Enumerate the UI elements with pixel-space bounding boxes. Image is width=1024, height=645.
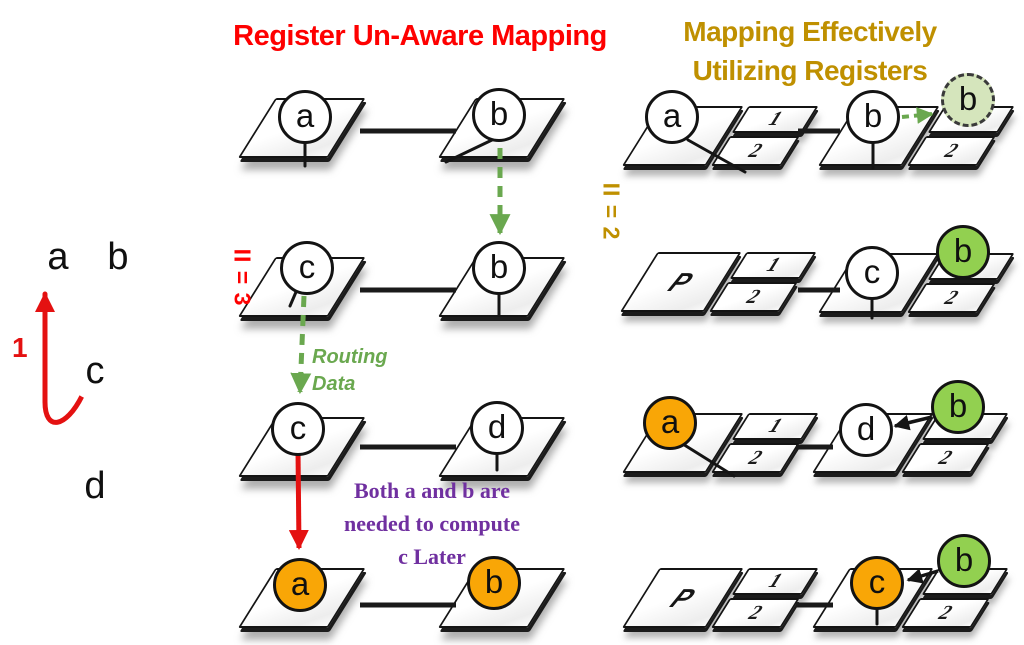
register-slot-1: 1 (731, 106, 819, 133)
op-circle-b: b (846, 90, 900, 144)
recompute-note-line2: needed to compute (344, 511, 520, 536)
routing-data-label: Routing Data (312, 344, 388, 398)
register-pe-tile-r2c1: P 1 2 (620, 252, 819, 312)
register-slot-2: 2 (901, 443, 990, 473)
ii-label-effective: II = 2 (598, 182, 625, 241)
register-slot-2: 2 (711, 598, 800, 628)
register-slot-2: 2 (901, 598, 990, 628)
register-slot-2: 2 (711, 136, 800, 166)
register-slot-2: 2 (711, 443, 800, 473)
register-slot-1: 1 (731, 568, 819, 595)
op-circle-b: b (472, 88, 526, 142)
recompute-note-line1: Both a and b are (353, 478, 511, 503)
op-circle-c-computed: c (850, 556, 904, 610)
op-circle-d: d (839, 403, 893, 457)
title-register-aware: Mapping Effectively Utilizing Registers (652, 12, 968, 90)
dfg-node-b: b (90, 230, 146, 286)
register-value-b: b (936, 225, 990, 279)
dfg-node-a: a (30, 230, 86, 286)
title-register-aware-line1: Mapping Effectively (683, 16, 937, 47)
dfg-node-d: d (67, 459, 123, 515)
recompute-note: Both a and b are needed to compute c Lat… (306, 474, 558, 573)
title-register-unaware: Register Un-Aware Mapping (233, 20, 607, 52)
op-circle-a-recomputed: a (273, 558, 327, 612)
register-value-b: b (937, 534, 991, 588)
recompute-note-line3: c Later (398, 544, 466, 569)
recompute-edge-label: 1 (12, 332, 28, 363)
op-circle-c: c (271, 402, 325, 456)
ii-label-unaware: II = 3 (229, 248, 256, 307)
register-slot-2: 2 (907, 283, 996, 313)
op-circle-b-recomputed: b (467, 556, 521, 610)
op-circle-b: b (472, 241, 526, 295)
op-circle-c: c (280, 241, 334, 295)
register-slot-2: 2 (709, 282, 798, 312)
op-circle-c: c (845, 246, 899, 300)
routing-data-line1: Routing (312, 346, 388, 368)
title-register-aware-line2: Utilizing Registers (692, 55, 928, 86)
register-slot-1: 1 (731, 413, 819, 440)
register-pe-tile-r4c1: P 1 2 (622, 568, 821, 628)
op-circle-d: d (470, 401, 524, 455)
register-value-b: b (931, 380, 985, 434)
register-value-b-pale: b (941, 73, 995, 127)
routing-data-line2: Data (312, 373, 356, 395)
dfg-node-c: c (67, 344, 123, 400)
register-slot-2: 2 (907, 136, 996, 166)
op-circle-a: a (278, 90, 332, 144)
register-slot-1: 1 (729, 252, 817, 279)
op-circle-a-live: a (643, 396, 697, 450)
op-circle-a: a (645, 90, 699, 144)
